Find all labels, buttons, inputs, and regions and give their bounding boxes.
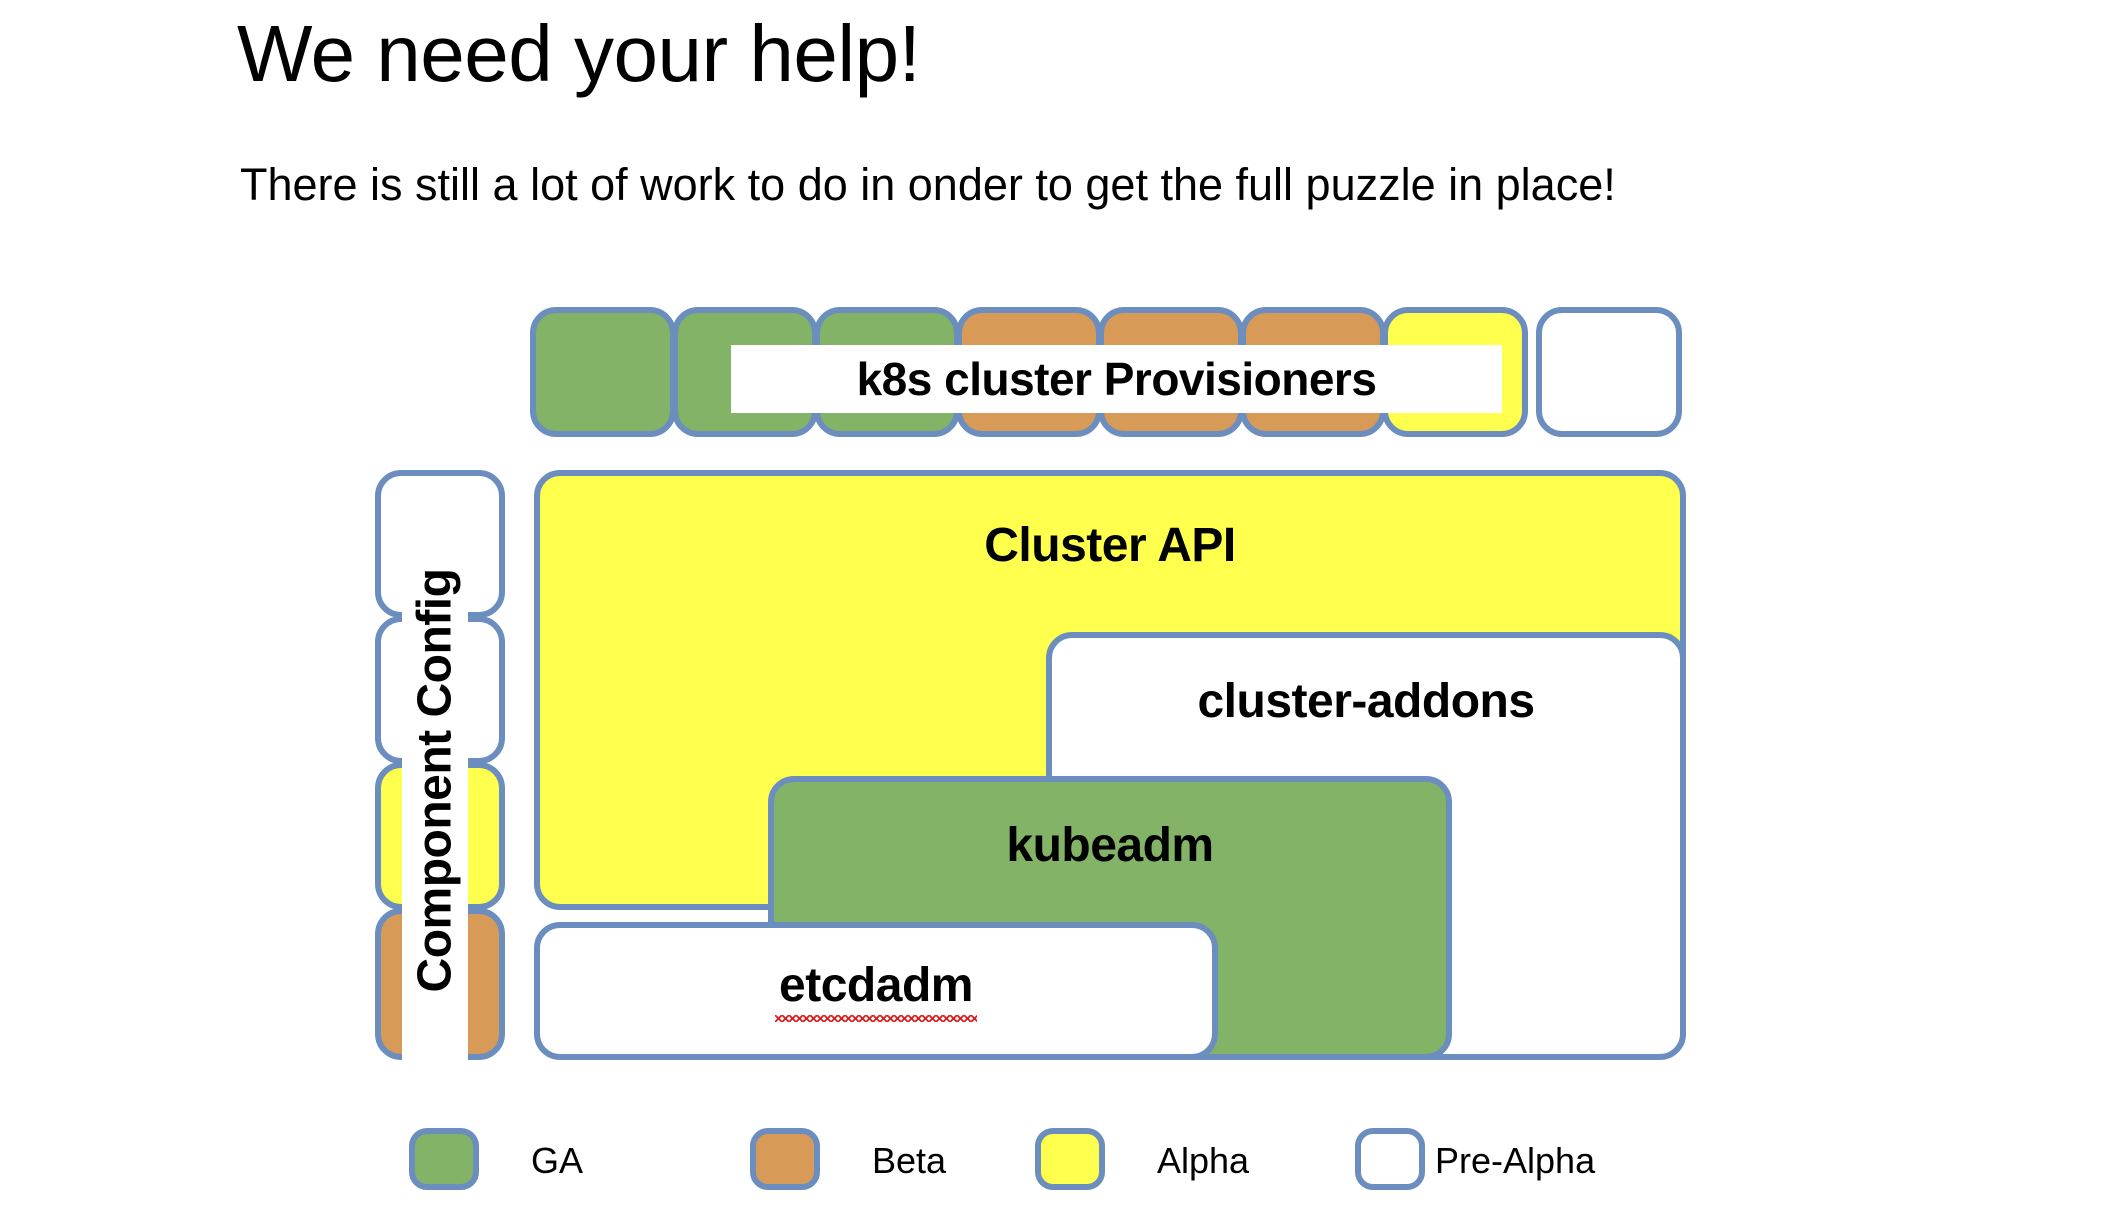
layer-label-etcdadm-text: etcdadm <box>775 959 977 1022</box>
legend-label-ga: GA <box>531 1140 584 1181</box>
legend-label-alpha: Alpha <box>1157 1140 1250 1181</box>
provisioner-tile-8[interactable] <box>1536 307 1682 437</box>
provisioners-label: k8s cluster Provisioners <box>731 345 1502 413</box>
page-title: We need your help! <box>237 9 921 98</box>
provisioner-tile-1[interactable] <box>530 307 676 437</box>
legend-swatch-alpha <box>1035 1128 1105 1190</box>
component-config-label: Component Config <box>402 500 468 1060</box>
layer-label-cluster-api: Cluster API <box>984 519 1236 572</box>
legend-label-prealpha: Pre-Alpha <box>1435 1140 1596 1181</box>
layer-label-cluster-addons: cluster-addons <box>1197 675 1535 728</box>
layer-box-etcdadm[interactable]: etcdadm <box>534 922 1218 1060</box>
layer-label-kubeadm: kubeadm <box>1006 819 1214 872</box>
layer-label-etcdadm: etcdadm <box>540 958 1212 1022</box>
legend-swatch-ga <box>409 1128 479 1190</box>
legend-label-beta: Beta <box>872 1140 947 1181</box>
legend-swatch-prealpha <box>1355 1128 1425 1190</box>
legend-swatch-beta <box>750 1128 820 1190</box>
page-subtitle: There is still a lot of work to do in on… <box>240 159 1616 210</box>
component-config-label-text: Component Config <box>408 568 462 992</box>
